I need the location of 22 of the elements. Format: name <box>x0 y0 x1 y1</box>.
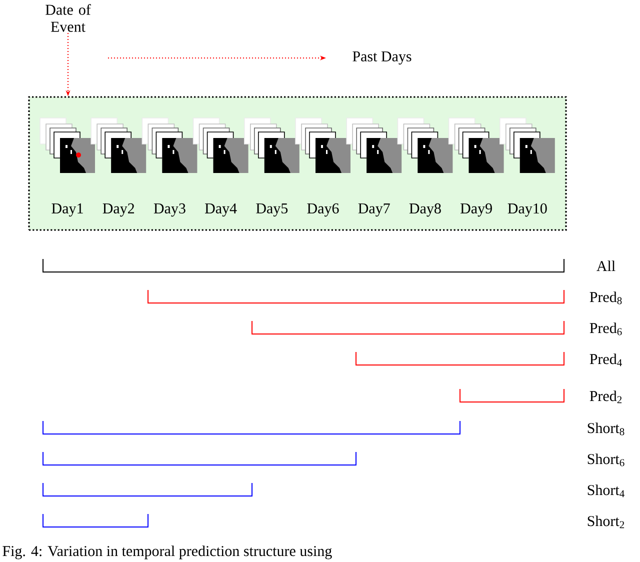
bracket-label: Pred$_{4}$ <box>590 354 622 366</box>
bracket-label: Short$_{4}$ <box>588 484 624 498</box>
day-label: Day2 <box>102 203 134 217</box>
bracket-label: Pred$_{6}$ <box>590 322 622 336</box>
bracket-label: Short$_{8}$ <box>588 422 624 436</box>
bracket-label: Short$_{6}$ <box>588 454 624 466</box>
day-label: Day1 <box>52 203 83 217</box>
day-label: Day10 <box>508 203 547 217</box>
day-label: Day8 <box>409 203 441 217</box>
day-label: Day3 <box>154 203 186 217</box>
axis-label: Past Days <box>352 51 412 65</box>
bracket-label: All <box>596 260 616 271</box>
bracket-label: Pred$_{8}$ <box>590 292 622 304</box>
bracket-label: Short$_{2}$ <box>588 516 624 528</box>
day-label: Day4 <box>205 203 237 217</box>
figure-caption: Fig. 4: Variation in temporal prediction structure using <box>2 546 332 560</box>
day-label: Day5 <box>256 203 288 217</box>
day-label: Day6 <box>307 203 339 217</box>
day-label: Day9 <box>460 203 492 217</box>
day-label: Day7 <box>358 203 390 217</box>
bracket-label: Pred$_{2}$ <box>590 390 622 404</box>
caption-text: Date of Event <box>46 4 91 32</box>
